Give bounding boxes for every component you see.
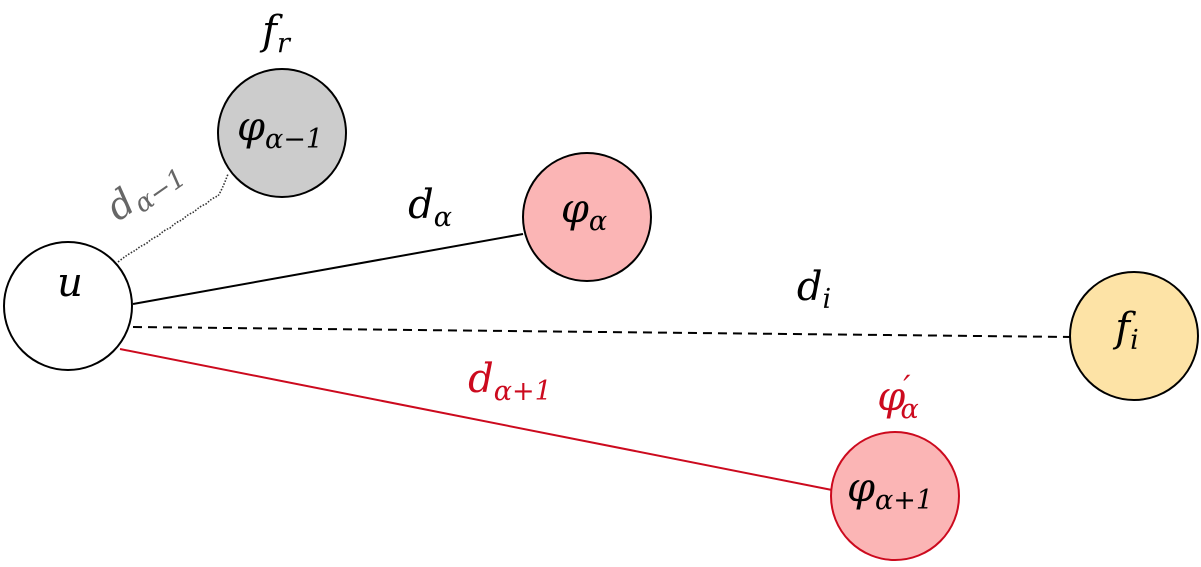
node-phi-alpha-plus-1-label: φα+1	[847, 465, 933, 516]
node-phi-alpha-minus-1-label: φα−1	[237, 104, 323, 155]
node-phi-alpha-label: φα	[561, 186, 607, 237]
node-f-i: fi	[1069, 271, 1199, 401]
label-d-alpha-minus-1: dα−1	[98, 147, 192, 233]
label-d-alpha: dα	[408, 182, 452, 233]
node-u: u	[3, 241, 133, 371]
edge-d-alpha	[132, 233, 524, 305]
label-phi-prime-alpha: φ′α	[877, 368, 919, 425]
label-f-r: fr	[259, 8, 292, 59]
label-d-alpha-plus-1: dα+1	[468, 356, 552, 407]
edge-d-alpha-plus-1	[119, 348, 833, 491]
node-phi-alpha-minus-1: φα−1	[217, 68, 347, 198]
label-d-i: di	[797, 264, 831, 315]
node-f-i-label: fi	[1112, 305, 1138, 356]
node-phi-alpha: φα	[522, 152, 652, 282]
node-phi-alpha-plus-1: φα+1	[830, 431, 960, 561]
node-u-label: u	[57, 260, 83, 306]
edge-d-i	[132, 326, 1073, 338]
